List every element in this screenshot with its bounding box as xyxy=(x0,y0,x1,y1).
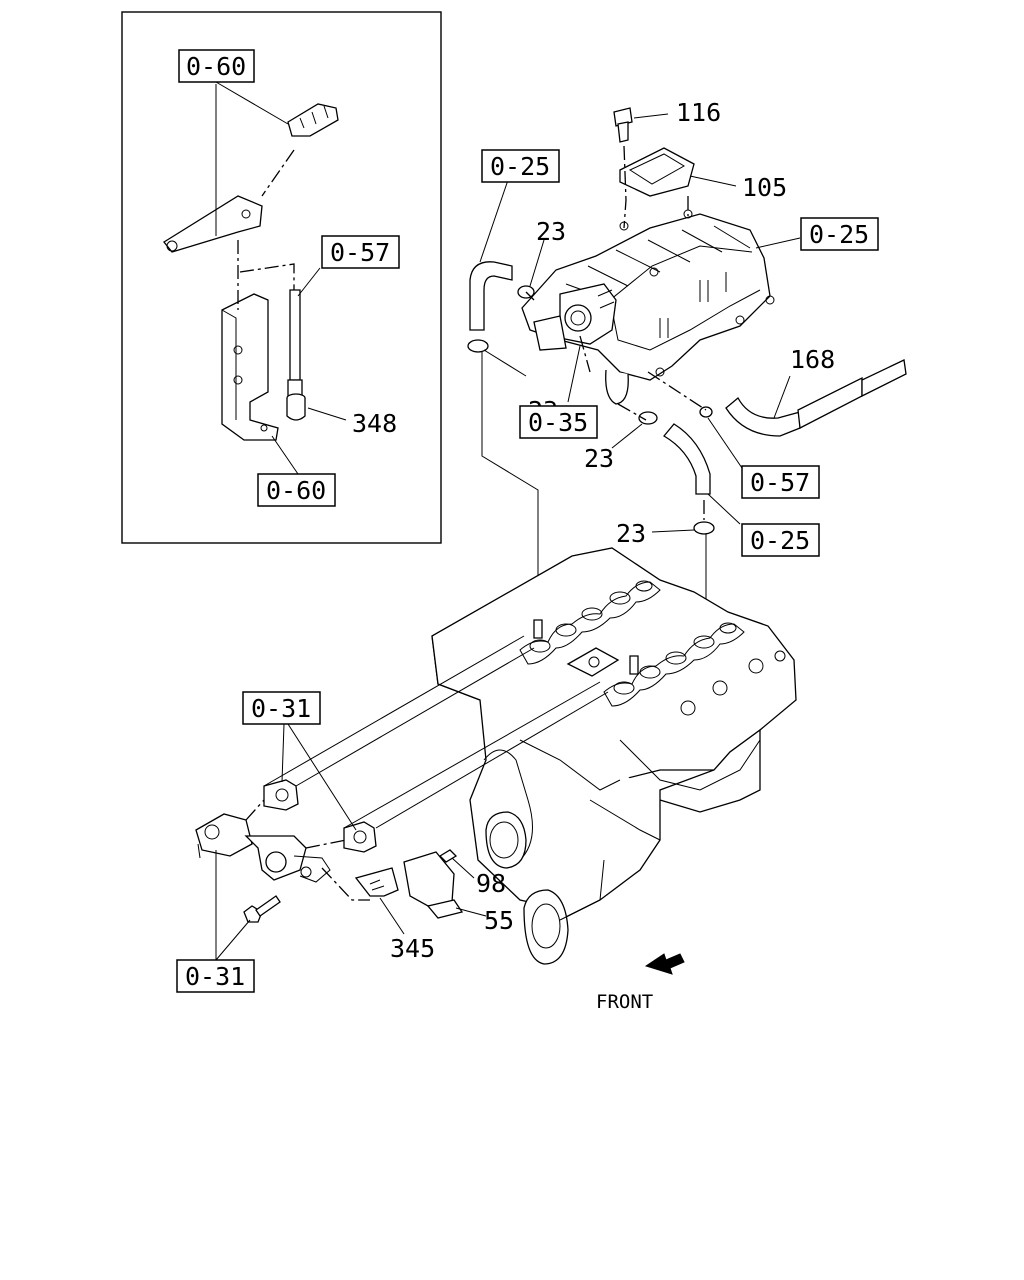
egr-bolt xyxy=(243,895,281,923)
ref-label-hose-right: 0-57 xyxy=(750,468,810,497)
bracket-55 xyxy=(403,851,464,919)
ref-label-inset-top: 0-60 xyxy=(186,52,246,81)
engine-block xyxy=(431,547,797,965)
ref-box-hose-lower xyxy=(741,523,820,557)
ref-label-manifold: 0-25 xyxy=(809,220,869,249)
pipe-168 xyxy=(699,359,907,437)
egr-gasket-2 xyxy=(343,821,377,853)
inset-frame xyxy=(121,11,442,544)
inset-connector xyxy=(287,103,339,137)
part-label-98: 98 xyxy=(476,869,506,898)
part-label-116: 116 xyxy=(676,98,721,127)
inset-detail: 0-60 0-57 348 0-60 xyxy=(121,11,442,544)
ref-box-manifold xyxy=(800,217,879,251)
inset-cap xyxy=(286,393,306,421)
part-label-23-top: 23 xyxy=(536,217,566,246)
ref-box-egr-top xyxy=(242,691,321,725)
part-label-23-lower: 23 xyxy=(616,519,646,548)
ref-box-inset-pipe xyxy=(321,235,400,269)
front-label: FRONT xyxy=(596,991,653,1013)
ref-label-hose-left: 0-25 xyxy=(490,152,550,181)
hose-left xyxy=(469,261,513,331)
part-label-105: 105 xyxy=(742,173,787,202)
bracket-345 xyxy=(354,867,399,897)
clamp-left xyxy=(467,339,489,353)
part-label-168: 168 xyxy=(790,345,835,374)
ref-box-inset-top xyxy=(178,49,255,83)
inset-bracket xyxy=(163,195,263,253)
ref-box-inset-bottom xyxy=(257,473,336,507)
intake-manifold xyxy=(521,209,775,405)
inset-pipe xyxy=(287,289,303,405)
ref-box-hose-left xyxy=(481,149,560,183)
ref-label-egr-bottom: 0-31 xyxy=(185,962,245,991)
front-arrow-icon xyxy=(644,953,685,975)
ref-box-hose-right xyxy=(741,465,820,499)
inset-mount xyxy=(221,293,279,441)
clamp-mid xyxy=(638,411,658,425)
ref-label-hose-lower: 0-25 xyxy=(750,526,810,555)
ref-box-egr-bottom xyxy=(176,959,255,993)
control-module xyxy=(619,147,695,197)
bolt-98 xyxy=(438,849,458,863)
ref-label-throttle: 0-35 xyxy=(528,408,588,437)
ref-label-inset-pipe: 0-57 xyxy=(330,238,390,267)
part-label-55: 55 xyxy=(484,906,514,935)
part-label-23-mid: 23 xyxy=(584,444,614,473)
ref-label-egr-top: 0-31 xyxy=(251,694,311,723)
hose-lower xyxy=(663,423,711,495)
clamp-lower xyxy=(693,521,715,535)
egr-valve xyxy=(195,813,331,883)
part-label-345: 345 xyxy=(390,934,435,963)
part-label-348: 348 xyxy=(352,409,397,438)
ref-label-inset-bottom: 0-60 xyxy=(266,476,326,505)
egr-gasket-1 xyxy=(263,779,299,811)
ref-box-throttle xyxy=(519,405,598,439)
bolt-116 xyxy=(613,107,633,143)
